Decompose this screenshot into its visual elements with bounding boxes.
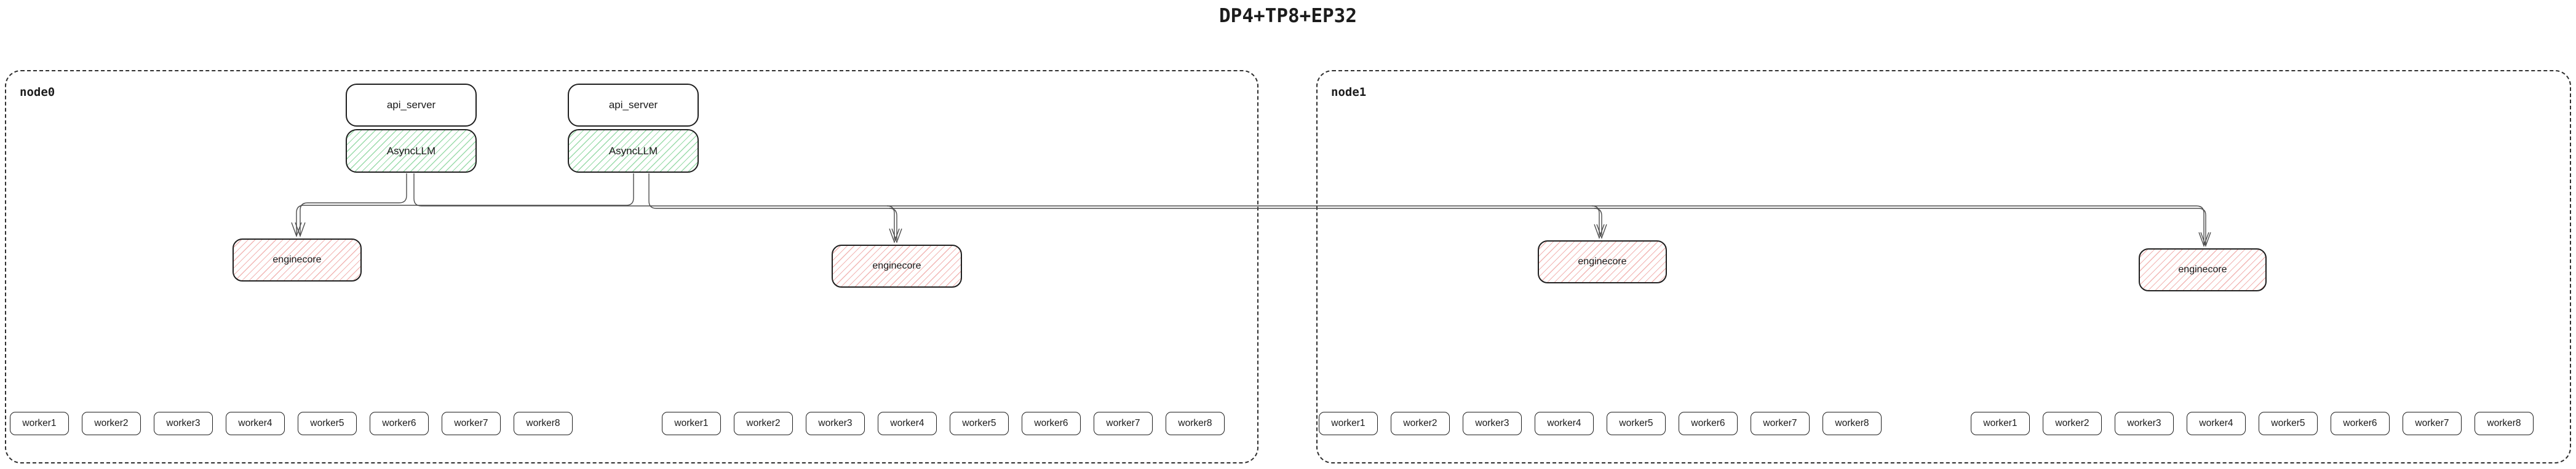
worker-box: worker3 [1463,412,1522,435]
worker-box: worker2 [1391,412,1450,435]
enginecore-box: enginecore [233,238,362,282]
edge-asyncllm-to-enginecore [300,173,407,235]
edge-arrowhead-icon [889,228,900,244]
worker-box: worker1 [10,412,69,435]
worker-box: worker6 [2331,412,2390,435]
worker-box: worker5 [2259,412,2318,435]
worker-box: worker8 [1166,412,1225,435]
edge-asyncllm-to-enginecore [296,173,634,235]
asyncllm-box: AsyncLLM [346,129,477,173]
worker-box: worker7 [1094,412,1153,435]
worker-box: worker6 [1022,412,1081,435]
edge-arrowhead-icon [1594,224,1605,240]
worker-box: worker6 [370,412,429,435]
worker-box: worker5 [950,412,1009,435]
edge-arrowhead-icon [295,222,306,238]
enginecore-box: enginecore [832,245,962,288]
node-label: node0 [20,85,55,99]
worker-box: worker4 [226,412,285,435]
worker-box: worker8 [1823,412,1882,435]
worker-box: worker2 [82,412,141,435]
api-server-box: api_server [568,84,699,127]
worker-box: worker2 [734,412,793,435]
enginecore-box: enginecore [2139,248,2267,291]
edge-arrowhead-icon [2198,232,2209,248]
worker-box: worker8 [514,412,573,435]
edge-arrowhead-icon [1596,224,1607,240]
node-container-node0 [5,70,1258,463]
diagram-title: DP4+TP8+EP32 [1219,5,1357,27]
edge-arrowhead-icon [891,228,902,244]
worker-box: worker6 [1679,412,1738,435]
worker-box: worker3 [154,412,213,435]
worker-box: worker3 [806,412,865,435]
edge-asyncllm-to-enginecore [886,205,895,240]
edge-asyncllm-to-enginecore [648,173,2206,245]
worker-box: worker3 [2115,412,2174,435]
worker-box: worker5 [1607,412,1666,435]
worker-box: worker4 [1535,412,1594,435]
node-container-node1 [1316,70,2571,463]
worker-box: worker1 [1971,412,2030,435]
worker-box: worker1 [662,412,721,435]
worker-box: worker7 [1751,412,1810,435]
edge-arrowhead-icon [2200,232,2211,248]
asyncllm-box: AsyncLLM [568,129,699,173]
edge-asyncllm-to-enginecore [889,208,897,240]
edge-asyncllm-to-enginecore [1594,208,1602,235]
api-server-box: api_server [346,84,477,127]
worker-box: worker4 [878,412,937,435]
worker-box: worker8 [2475,412,2534,435]
worker-box: worker2 [2043,412,2102,435]
worker-box: worker4 [2187,412,2246,435]
edge-arrowhead-icon [291,222,302,238]
node-label: node1 [1331,85,1367,99]
enginecore-box: enginecore [1538,240,1667,283]
worker-box: worker5 [298,412,357,435]
edge-asyncllm-to-enginecore [413,173,2204,245]
worker-box: worker7 [442,412,501,435]
worker-box: worker1 [1319,412,1378,435]
worker-box: worker7 [2403,412,2462,435]
edge-asyncllm-to-enginecore [1591,205,1600,235]
